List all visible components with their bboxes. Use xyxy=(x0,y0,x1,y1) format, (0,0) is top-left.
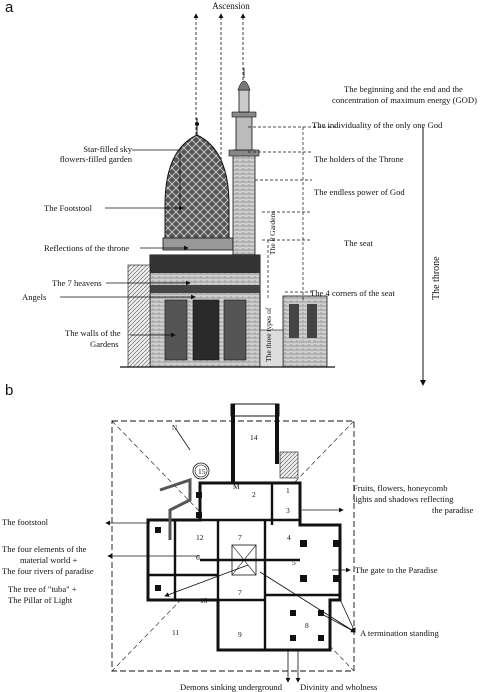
label-divinity: Divinity and wholness xyxy=(300,682,378,692)
right-leaders-a xyxy=(248,126,336,300)
panel-a-letter: a xyxy=(5,0,14,16)
label-reflections: Reflections of the throne xyxy=(44,243,130,253)
label-footstool: The Footstool xyxy=(44,203,92,213)
room-number: 3 xyxy=(286,506,290,515)
room-number: 9 xyxy=(238,630,242,639)
label-angels: Angels xyxy=(22,292,47,302)
room-number: 6 xyxy=(196,553,200,562)
mosque-elevation xyxy=(120,68,335,368)
label-walls: The walls of the xyxy=(65,328,121,338)
label-lights-shadows: lights and shadows reflecting xyxy=(353,494,454,504)
label-the-paradise: the paradise xyxy=(432,505,474,515)
label-pillar-light: The Pillar of Light xyxy=(8,595,73,605)
label-footstool-b: The footstool xyxy=(2,517,49,527)
label-star-sky: Star-filled sky xyxy=(83,144,132,154)
label-beginning: The beginning and the end and the xyxy=(344,84,463,94)
floor-plan: 15 14 1 2 3 4 5 6 7 7 8 9 10 11 12 M xyxy=(146,403,342,652)
label-seat: The seat xyxy=(344,238,373,248)
room-number: 4 xyxy=(287,533,291,542)
label-four-rivers: The four rivers of paradise xyxy=(2,566,94,576)
label-three-types: The three types of xyxy=(264,307,273,362)
room-number: 1 xyxy=(286,486,290,495)
room-number: 14 xyxy=(250,433,258,442)
room-number: 10 xyxy=(200,596,208,605)
room-number: 7 xyxy=(238,588,242,597)
room-number: 8 xyxy=(305,621,309,630)
left-leaders-a xyxy=(60,149,196,338)
label-flower-garden: flowers-filled garden xyxy=(59,154,132,164)
label-four-elements: The four elements of the xyxy=(2,544,87,554)
label-walls-gardens: Gardens xyxy=(90,339,119,349)
label-gate-paradise: The gate to the Paradise xyxy=(355,565,438,575)
label-throne: The throne xyxy=(431,256,442,300)
label-concentration: concentration of maximum energy (GOD) xyxy=(332,95,477,105)
panel-b-letter: b xyxy=(5,382,14,399)
label-demons: Demons sinking underground xyxy=(180,682,283,692)
room-number: 11 xyxy=(172,628,179,637)
label-heavens: The 7 heavens xyxy=(52,278,102,288)
label-eight-gardens: The 8 Gardens xyxy=(268,210,277,255)
room-number: 15 xyxy=(198,467,206,476)
room-number: 12 xyxy=(196,533,204,542)
label-termination: A termination standing xyxy=(360,628,439,638)
room-number: M xyxy=(233,482,240,491)
label-fruits: Fruits, flowers, honeycomb xyxy=(353,483,448,493)
leaders-b xyxy=(105,507,356,683)
room-number: 5 xyxy=(292,558,296,567)
room-number: 7 xyxy=(238,533,242,542)
room-number: 2 xyxy=(252,490,256,499)
label-power: The endless power of God xyxy=(314,187,405,197)
svg-text:N: N xyxy=(172,424,177,432)
label-corners: The 4 corners of the seat xyxy=(310,288,395,298)
ascension-label: Ascension xyxy=(212,1,250,11)
label-individuality: The individuality of the only one God xyxy=(312,120,443,130)
label-material-world: material world + xyxy=(20,555,78,565)
label-tree-tuba: The tree of "tuba" + xyxy=(8,584,77,594)
label-holders: The holders of the Throne xyxy=(314,154,404,164)
